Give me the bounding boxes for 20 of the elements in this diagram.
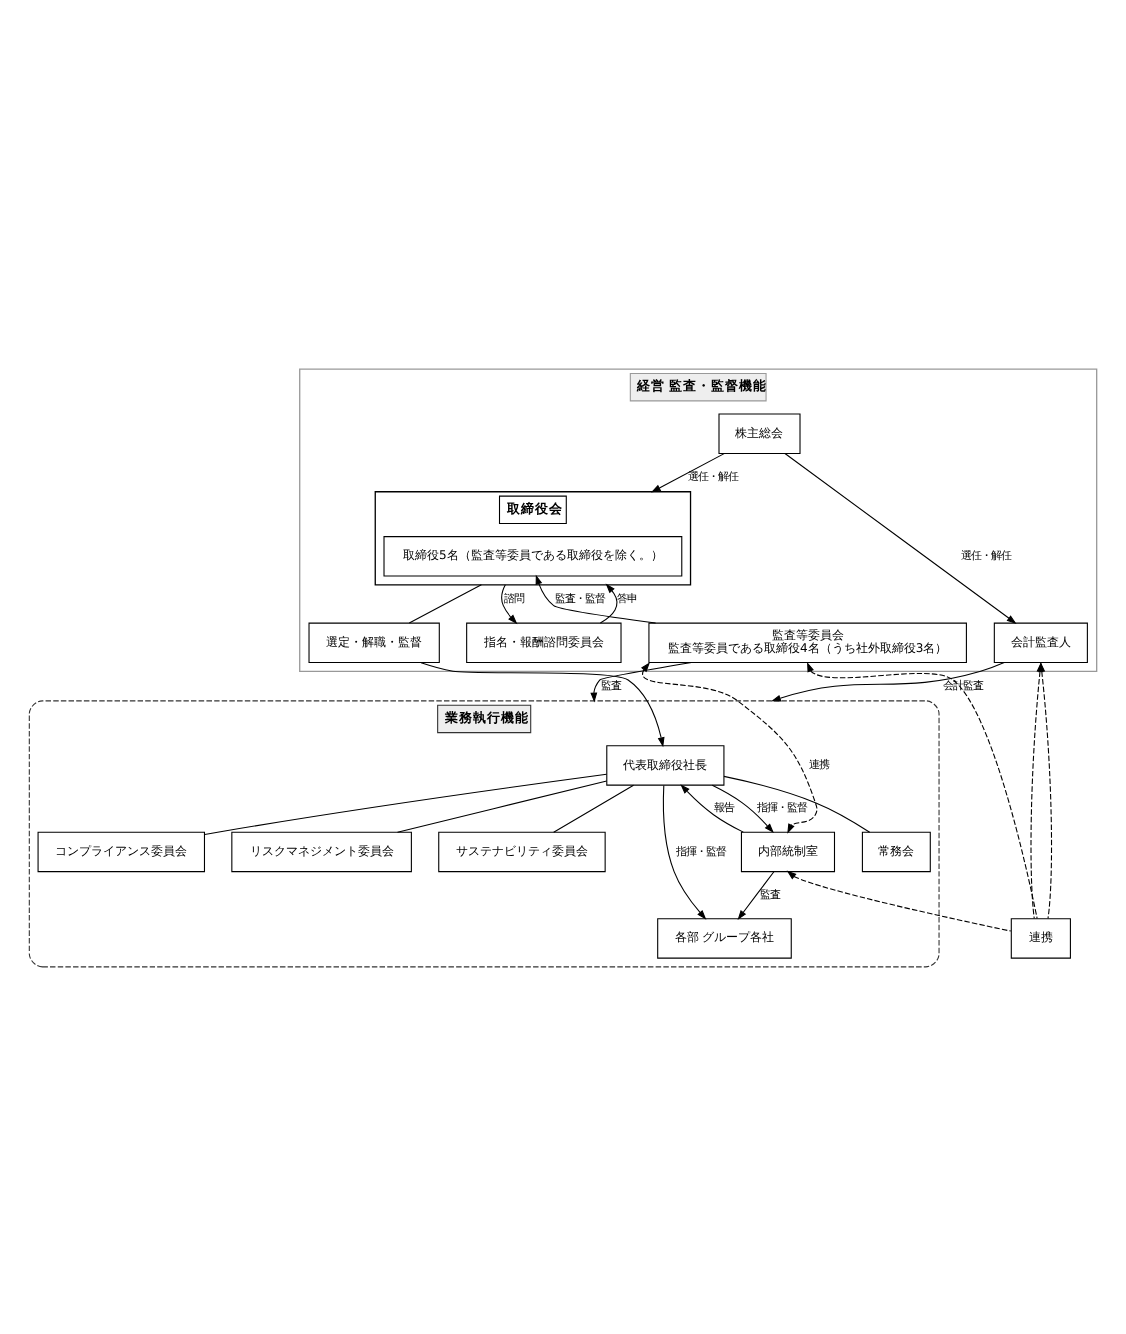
- arrow: [807, 661, 1038, 918]
- arrow: [786, 869, 1012, 931]
- arrow: [641, 661, 818, 833]
- arrow: [599, 582, 618, 623]
- arrow: [420, 661, 665, 747]
- arrow: [535, 573, 657, 623]
- arrow: [501, 583, 518, 624]
- arrow: [771, 661, 1005, 701]
- arrow: [784, 452, 1017, 623]
- arrow: [737, 870, 775, 919]
- arrow: [680, 783, 744, 832]
- connector: [723, 774, 871, 832]
- connector: [397, 779, 608, 832]
- arrow: [650, 452, 725, 492]
- connector: [553, 783, 635, 832]
- connector: [408, 583, 482, 623]
- arrow: [711, 783, 774, 833]
- connector: [204, 772, 608, 834]
- arrow: [590, 661, 693, 702]
- arrow: [662, 783, 707, 919]
